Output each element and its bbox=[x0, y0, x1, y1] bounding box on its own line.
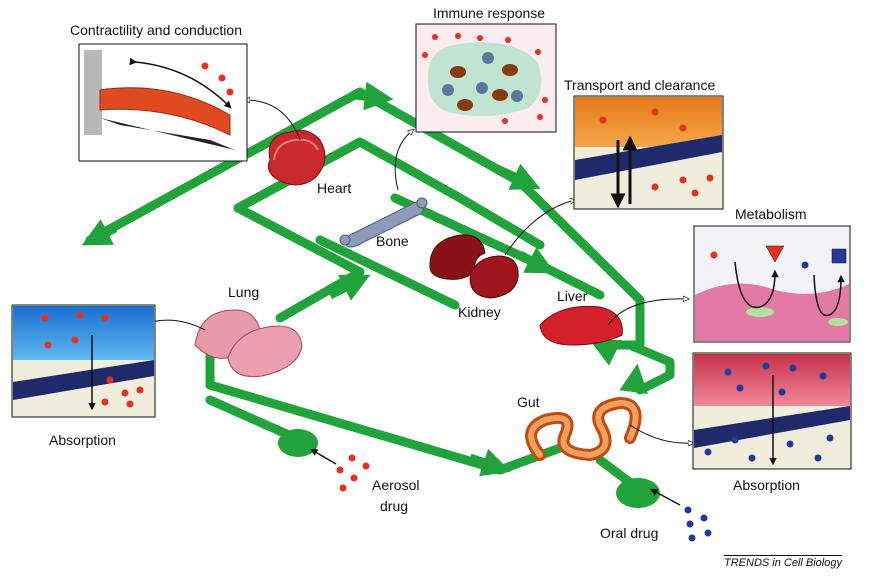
aerosol-label-line1: Aerosol bbox=[372, 477, 420, 493]
transport-label: Transport and clearance bbox=[564, 77, 716, 93]
heart-organ bbox=[267, 129, 326, 186]
immune-panel bbox=[415, 23, 557, 133]
oral-arrow bbox=[650, 488, 681, 506]
gut-label: Gut bbox=[517, 394, 540, 410]
inner-loop-left-path bbox=[233, 203, 365, 323]
callout-kidney bbox=[504, 200, 575, 256]
oral-particles bbox=[684, 506, 712, 542]
immune-label: Immune response bbox=[433, 5, 546, 21]
arrow-right-low bbox=[517, 247, 556, 274]
cross-path-1 bbox=[315, 235, 460, 310]
absorption-gut-label: Absorption bbox=[733, 477, 800, 493]
arrow-to-gut bbox=[468, 448, 511, 477]
arrow-up-right bbox=[619, 363, 648, 395]
aerosol-label-line2: drug bbox=[380, 498, 409, 514]
oral-entry-site bbox=[616, 478, 660, 508]
absorption-lung-label: Absorption bbox=[49, 432, 116, 448]
gut-organ bbox=[525, 396, 642, 462]
contractility-label: Contractility and conduction bbox=[70, 22, 242, 38]
arrow-to-lung bbox=[327, 274, 371, 301]
arrow-right-top bbox=[493, 163, 541, 190]
metabolism-panel bbox=[693, 225, 851, 343]
heart-label: Heart bbox=[317, 180, 352, 196]
liver-label: Liver bbox=[557, 288, 588, 304]
absorption-gut-panel bbox=[692, 352, 852, 470]
absorption-lung-panel bbox=[11, 304, 156, 418]
kidney-label: Kidney bbox=[458, 304, 501, 320]
liver-organ bbox=[539, 305, 623, 346]
arrow-left bbox=[81, 219, 118, 246]
callout-heart bbox=[245, 100, 301, 141]
transport-panel bbox=[573, 95, 724, 210]
arrow-to-liver bbox=[589, 339, 622, 366]
arrow-top bbox=[354, 81, 394, 111]
aerosol-entry-site bbox=[278, 429, 318, 457]
lung-organ bbox=[194, 309, 303, 378]
aerosol-particles bbox=[336, 454, 370, 492]
gut-out-path bbox=[495, 443, 565, 475]
lung-label: Lung bbox=[228, 284, 260, 300]
callout-arrows bbox=[137, 100, 693, 443]
source-credit: TRENDS in Cell Biology bbox=[724, 555, 842, 569]
contractility-panel bbox=[78, 43, 248, 162]
kidney-organ bbox=[429, 234, 519, 299]
bone-organ bbox=[339, 197, 428, 248]
aerosol-arrow bbox=[310, 448, 337, 465]
oral-drug-label: Oral drug bbox=[600, 525, 659, 541]
circulation-arrows bbox=[81, 81, 648, 477]
bone-label: Bone bbox=[376, 233, 409, 249]
metabolism-label: Metabolism bbox=[735, 206, 807, 222]
callout-bone bbox=[394, 130, 413, 191]
lung-to-gut-path bbox=[205, 350, 505, 475]
gut-to-liver-right-path bbox=[625, 340, 675, 395]
callout-liver bbox=[607, 299, 688, 326]
callout-gut bbox=[629, 424, 693, 443]
